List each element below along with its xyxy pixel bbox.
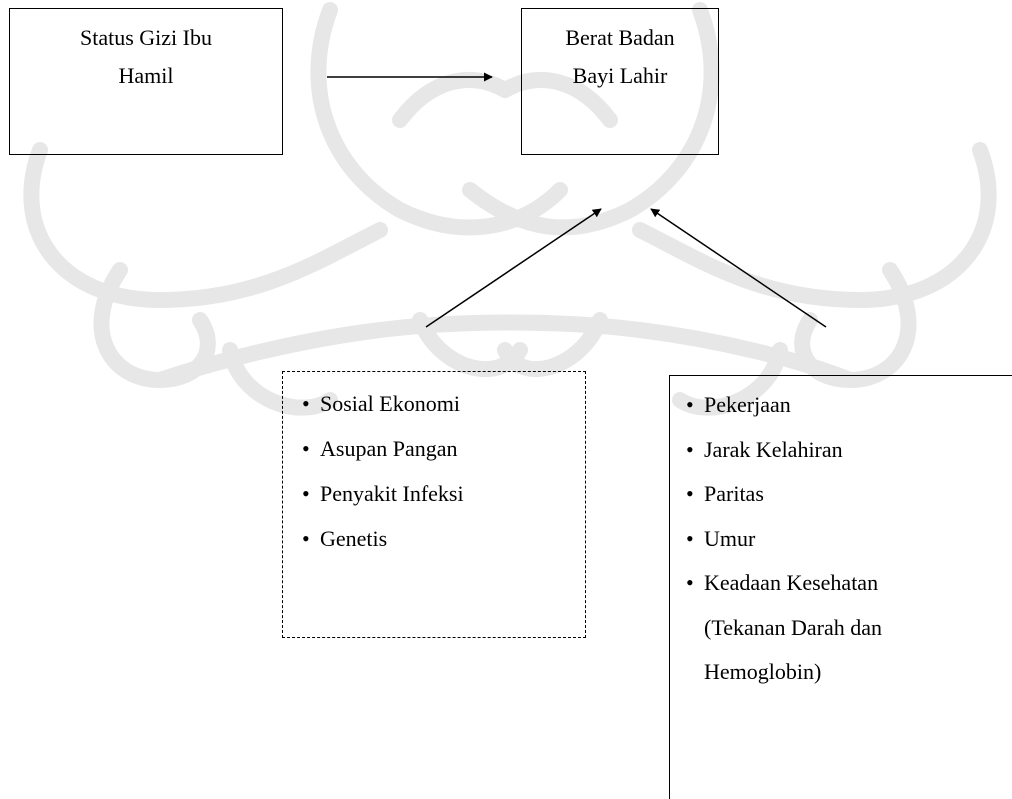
- bullet-icon: •: [686, 481, 694, 506]
- box-status-line-2: Hamil: [118, 63, 174, 88]
- arrow-left-factors-to-outcome: [425, 208, 602, 328]
- list-item: •Jarak Kelahiran: [686, 428, 882, 473]
- bullet-icon: •: [302, 481, 310, 506]
- box-berat-badan-bayi-lahir: Berat Badan Bayi Lahir: [521, 8, 719, 155]
- list-item: •Pekerjaan: [686, 383, 882, 428]
- list-item-continuation: (Tekanan Darah dan: [704, 614, 883, 640]
- box-confounders-not-studied: •Sosial Ekonomi •Asupan Pangan •Penyakit…: [282, 371, 586, 638]
- confounders-not-studied-list: •Sosial Ekonomi •Asupan Pangan •Penyakit…: [302, 381, 464, 561]
- bullet-icon: •: [302, 526, 310, 551]
- box-status-line-1: Status Gizi Ibu: [80, 25, 212, 50]
- arrow-right-factors-to-outcome: [650, 208, 827, 328]
- list-item: •Paritas: [686, 472, 882, 517]
- box-status-gizi-ibu-hamil: Status Gizi Ibu Hamil: [9, 8, 283, 155]
- list-item: •Umur: [686, 517, 882, 562]
- bullet-icon: •: [302, 436, 310, 461]
- box-confounders-studied: •Pekerjaan •Jarak Kelahiran •Paritas •Um…: [669, 375, 1012, 799]
- bullet-icon: •: [686, 525, 694, 551]
- list-item: •Penyakit Infeksi: [302, 471, 464, 516]
- list-item: •Keadaan Kesehatan (Tekanan Darah dan He…: [686, 561, 882, 695]
- bullet-icon: •: [686, 436, 694, 462]
- list-item: •Genetis: [302, 516, 464, 561]
- confounders-studied-list: •Pekerjaan •Jarak Kelahiran •Paritas •Um…: [686, 383, 882, 695]
- box-berat-line-1: Berat Badan: [565, 25, 675, 50]
- bullet-icon: •: [686, 392, 694, 417]
- box-berat-line-2: Bayi Lahir: [572, 63, 668, 88]
- list-item-continuation: Hemoglobin): [704, 659, 822, 684]
- bullet-icon: •: [686, 570, 694, 595]
- bullet-icon: •: [302, 391, 310, 416]
- list-item: •Asupan Pangan: [302, 426, 464, 471]
- list-item: •Sosial Ekonomi: [302, 381, 464, 426]
